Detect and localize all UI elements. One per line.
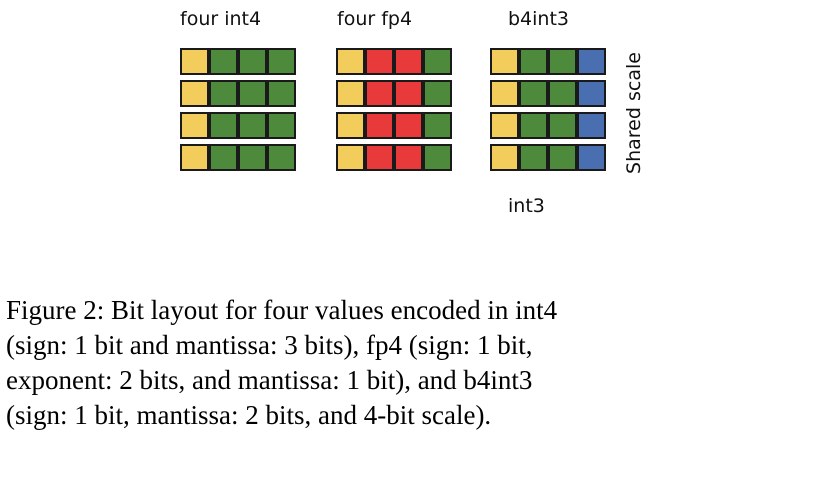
mantissa-bit-cell (423, 48, 452, 75)
mantissa-bit-cell (267, 144, 296, 171)
exponent-bit-cell (365, 48, 394, 75)
mantissa-bit-cell (519, 112, 548, 139)
sign-bit-cell (490, 48, 519, 75)
mantissa-bit-cell (548, 48, 577, 75)
figure-caption: Figure 2: Bit layout for four values enc… (6, 293, 836, 433)
mantissa-bit-cell (423, 80, 452, 107)
sign-bit-cell (490, 80, 519, 107)
exponent-bit-cell (394, 80, 423, 107)
mantissa-bit-cell (267, 112, 296, 139)
sign-bit-cell (336, 48, 365, 75)
label-b4int3: b4int3 (508, 8, 570, 30)
caption-line: exponent: 2 bits, and mantissa: 1 bit), … (6, 365, 533, 395)
mantissa-bit-cell (423, 112, 452, 139)
mantissa-bit-cell (519, 48, 548, 75)
scale-bit-cell (577, 144, 606, 171)
mantissa-bit-cell (238, 144, 267, 171)
mantissa-bit-cell (423, 144, 452, 171)
fp4-value-row (336, 112, 452, 139)
b4int3-bit-group (490, 48, 606, 174)
exponent-bit-cell (365, 112, 394, 139)
mantissa-bit-cell (267, 80, 296, 107)
fp4-value-row (336, 144, 452, 171)
scale-bit-cell (577, 112, 606, 139)
sign-bit-cell (180, 48, 209, 75)
mantissa-bit-cell (238, 48, 267, 75)
sign-bit-cell (490, 112, 519, 139)
b4int3-value-row (490, 80, 606, 107)
mantissa-bit-cell (548, 80, 577, 107)
sign-bit-cell (180, 144, 209, 171)
int4-value-row (180, 80, 296, 107)
mantissa-bit-cell (267, 48, 296, 75)
b4int3-value-row (490, 48, 606, 75)
b4int3-value-row (490, 144, 606, 171)
fp4-value-row (336, 48, 452, 75)
b4int3-value-row (490, 112, 606, 139)
label-int4: four int4 (180, 8, 262, 30)
label-int3: int3 (508, 195, 545, 217)
exponent-bit-cell (394, 48, 423, 75)
mantissa-bit-cell (548, 112, 577, 139)
sign-bit-cell (336, 80, 365, 107)
label-shared-scale: Shared scale (623, 52, 645, 174)
scale-bit-cell (577, 48, 606, 75)
mantissa-bit-cell (548, 144, 577, 171)
fp4-value-row (336, 80, 452, 107)
fp4-bit-group (336, 48, 452, 174)
mantissa-bit-cell (209, 144, 238, 171)
int4-value-row (180, 144, 296, 171)
exponent-bit-cell (365, 144, 394, 171)
mantissa-bit-cell (238, 112, 267, 139)
exponent-bit-cell (394, 144, 423, 171)
label-fp4: four fp4 (337, 8, 413, 30)
int4-value-row (180, 48, 296, 75)
sign-bit-cell (336, 112, 365, 139)
mantissa-bit-cell (209, 48, 238, 75)
mantissa-bit-cell (209, 112, 238, 139)
caption-line: Figure 2: Bit layout for four values enc… (6, 295, 558, 325)
sign-bit-cell (180, 112, 209, 139)
mantissa-bit-cell (519, 80, 548, 107)
mantissa-bit-cell (519, 144, 548, 171)
caption-line: (sign: 1 bit, mantissa: 2 bits, and 4-bi… (6, 400, 492, 430)
sign-bit-cell (336, 144, 365, 171)
caption-line: (sign: 1 bit and mantissa: 3 bits), fp4 … (6, 330, 533, 360)
scale-bit-cell (577, 80, 606, 107)
mantissa-bit-cell (209, 80, 238, 107)
exponent-bit-cell (365, 80, 394, 107)
int4-bit-group (180, 48, 296, 174)
int4-value-row (180, 112, 296, 139)
sign-bit-cell (180, 80, 209, 107)
sign-bit-cell (490, 144, 519, 171)
mantissa-bit-cell (238, 80, 267, 107)
exponent-bit-cell (394, 112, 423, 139)
